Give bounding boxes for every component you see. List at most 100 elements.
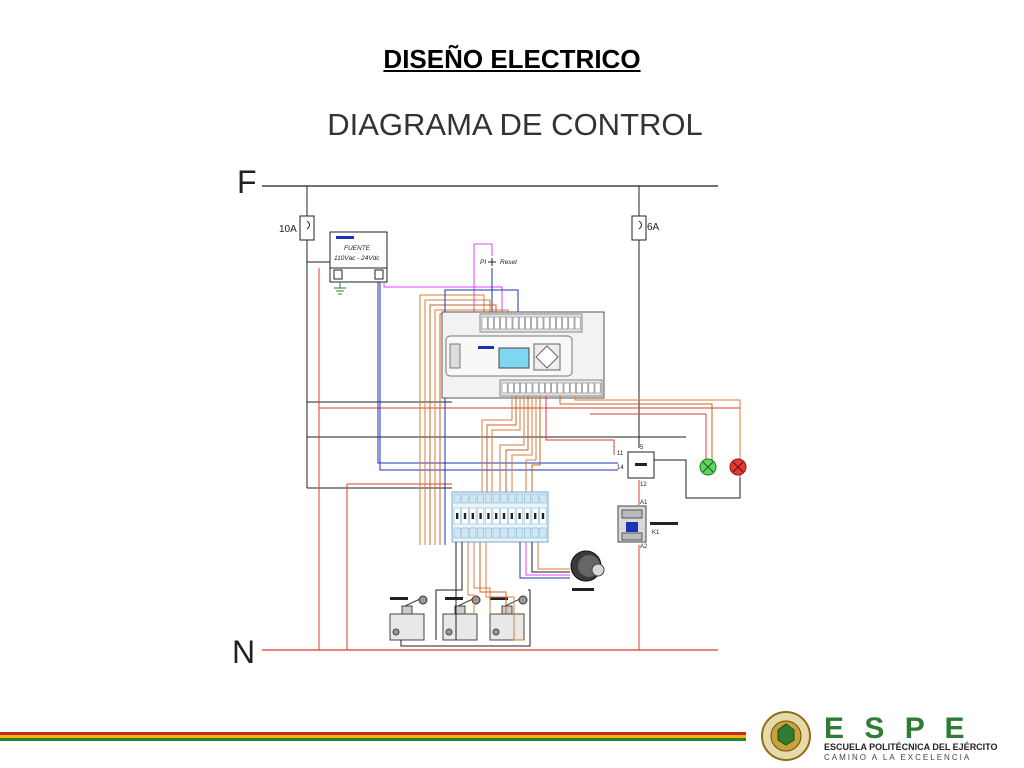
contactor-a1: A1: [640, 500, 648, 506]
terminal-cell: [492, 527, 500, 539]
encoder: [519, 542, 605, 591]
plc-input-terminal: [494, 316, 500, 330]
plc-input-terminal: [500, 316, 507, 330]
fuse-10a: [299, 215, 315, 241]
rail-label-f: F: [237, 164, 257, 200]
plc-input-terminal: [549, 316, 556, 330]
plc-output-terminal: [569, 382, 576, 394]
left-feeder: [306, 186, 686, 489]
terminal-screw: [495, 513, 498, 519]
plc-output-terminal: [576, 382, 582, 394]
terminal-cell: [508, 493, 516, 504]
terminal-cell: [508, 527, 516, 539]
slide-title: DISEÑO ELECTRICO: [383, 44, 641, 74]
terminal-cell: [461, 527, 469, 539]
terminal-cell: [453, 493, 461, 504]
terminal-cell: [516, 527, 524, 539]
terminal-cell: [492, 493, 500, 504]
fuse-6a-label: 6A: [647, 222, 660, 233]
plc-input-terminal: [512, 316, 519, 330]
terminal-cell: [539, 527, 547, 539]
plc-output-terminal: [551, 382, 558, 394]
plc-input-terminal: [543, 316, 550, 330]
relay-pin-12: 12: [640, 482, 647, 488]
ground-icon: [334, 282, 346, 295]
plc-output-terminal: [501, 382, 508, 394]
relay-pin-11: 11: [617, 451, 624, 457]
terminal-screw: [479, 513, 482, 519]
fuse-10a-label: 10A: [279, 224, 297, 235]
fuse-6a: [631, 215, 647, 241]
relay: 11 14 12 5: [617, 445, 741, 499]
terminal-screw: [487, 513, 490, 519]
terminal-cell: [539, 493, 547, 504]
terminal-cell: [523, 493, 531, 504]
plc-input-terminal: [556, 316, 562, 330]
limit-switch-2: [442, 595, 481, 641]
espe-brand: E S P E: [824, 712, 971, 745]
button-pi: PI: [480, 259, 486, 266]
fuse-10a-symbol: [306, 220, 310, 230]
plc-input-terminal: [531, 316, 538, 330]
terminal-cell: [484, 527, 492, 539]
plc-input-terminal: [481, 316, 488, 330]
plc-output-terminal: [538, 382, 545, 394]
plc-output-terminal: [507, 382, 514, 394]
terminal-cell: [500, 527, 508, 539]
limit-switch-3: [489, 595, 528, 641]
psu-label-2: 110Vac - 24Vdc: [334, 255, 380, 262]
terminal-cell: [461, 493, 469, 504]
fuse-6a-symbol: [638, 220, 642, 230]
terminal-cell: [531, 527, 539, 539]
terminal-cell: [531, 493, 539, 504]
pilot-lamp-red-cross: [732, 461, 744, 473]
plc-input-terminal: [487, 316, 494, 330]
espe-logo: E S P E ESCUELA POLITÉCNICA DEL EJÉRCITO…: [761, 711, 998, 762]
terminal-screw: [471, 513, 474, 519]
terminal-screw: [518, 513, 521, 519]
plc-output-terminal: [520, 382, 527, 394]
plc-output-terminal: [557, 382, 564, 394]
terminal-cell: [477, 527, 485, 539]
plc-output-terminal: [563, 382, 570, 394]
relay-pin-5: 5: [640, 445, 644, 451]
plc-input-terminal: [518, 316, 525, 330]
plc-output-terminal: [545, 382, 551, 394]
plc-output-terminal: [588, 382, 595, 394]
plc-output-terminal: [514, 382, 520, 394]
power-supply: FUENTE 110Vac - 24Vdc: [329, 231, 388, 283]
plc-input-terminal: [525, 316, 531, 330]
plc-output-terminal: [526, 382, 533, 394]
diagram-title: DIAGRAMA DE CONTROL: [327, 107, 703, 142]
plc-input-terminal: [537, 316, 544, 330]
terminal-screw: [463, 513, 467, 519]
espe-line2: CAMINO A LA EXCELENCIA: [824, 753, 971, 762]
plc-input-terminal: [574, 316, 581, 330]
terminal-cell: [469, 527, 477, 539]
terminal-screw: [534, 513, 537, 519]
plc-input-terminal: [506, 316, 513, 330]
terminal-cell: [453, 527, 461, 539]
terminal-cell: [523, 527, 531, 539]
terminal-cell: [516, 493, 524, 504]
terminal-block: [451, 491, 549, 543]
dc-wiring: [377, 282, 618, 471]
relay-pin-14: 14: [617, 465, 624, 471]
psu-label-1: FUENTE: [344, 245, 371, 252]
terminal-screw: [456, 513, 459, 519]
terminal-screw: [502, 513, 506, 519]
footer-stripes: [0, 732, 746, 741]
contactor-a2: A2: [640, 544, 648, 550]
plc-output-terminal: [594, 382, 601, 394]
plc-input-terminal: [568, 316, 575, 330]
terminal-screw: [541, 513, 545, 519]
contactor-k1-label: K1: [652, 530, 660, 536]
espe-line1: ESCUELA POLITÉCNICA DEL EJÉRCITO: [824, 742, 998, 752]
terminal-cell: [500, 493, 508, 504]
button-reset: Reset: [500, 259, 518, 266]
plc-output-terminal: [582, 382, 589, 394]
plc-output-wires: [481, 396, 741, 492]
plc-controller: [441, 311, 605, 399]
terminal-cell: [477, 493, 485, 504]
